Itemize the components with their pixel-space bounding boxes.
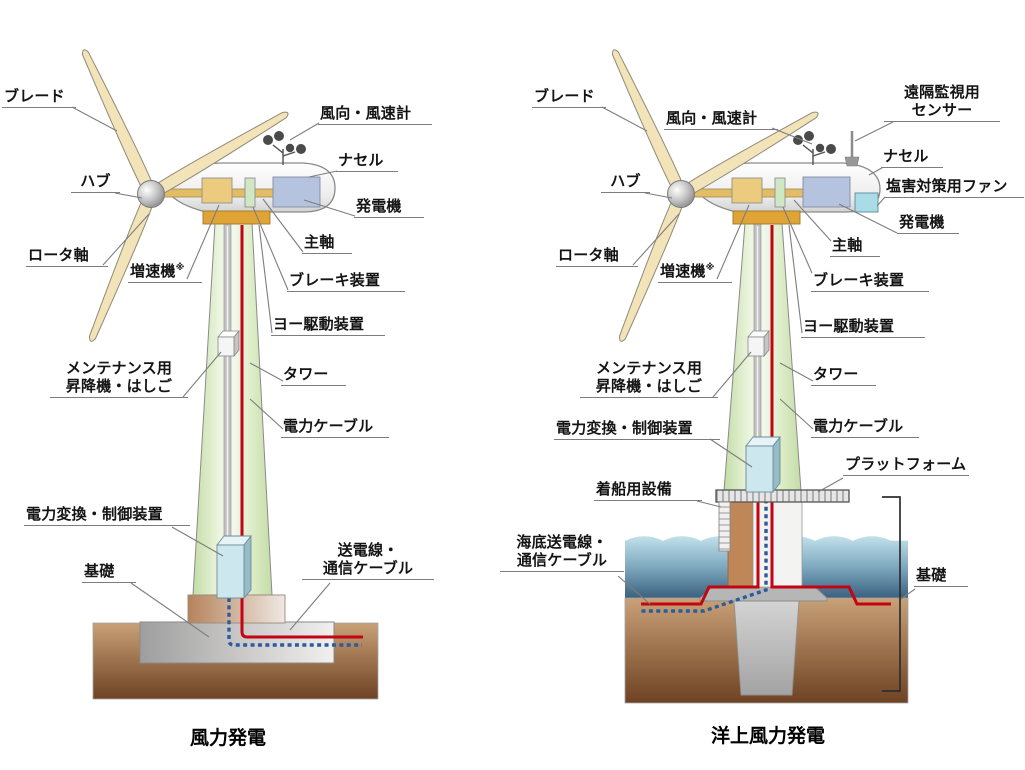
label-connector-lines — [71, 106, 916, 638]
comm-cable-blue-right — [640, 492, 768, 613]
caption-offshore: 洋上風力発電 — [710, 725, 825, 747]
label-power-cable-right: 電力ケーブル — [811, 417, 919, 438]
platform-deck — [715, 489, 850, 503]
gearbox-footnote-mark: ※ — [705, 263, 715, 273]
label-platform: プラットフォーム — [843, 455, 969, 476]
caption-onshore: 風力発電 — [189, 727, 266, 749]
label-brake-left: ブレーキ装置 — [287, 271, 405, 292]
label-foundation-right: 基礎 — [914, 566, 968, 587]
remote-sensor-antenna-icon — [844, 131, 860, 167]
label-gearbox-right: 増速機※ — [658, 259, 732, 283]
hub-right — [667, 180, 695, 208]
label-main-shaft-right: 主軸 — [830, 236, 880, 257]
label-power-cable-left: 電力ケーブル — [281, 417, 389, 438]
monopile-outer — [727, 498, 754, 588]
label-remote-sensor: 遠隔監視用 センサー — [884, 83, 1000, 122]
foundation-bracket — [882, 496, 901, 692]
label-docking-equipment: 着船用設備 — [594, 480, 702, 501]
label-foundation-left: 基礎 — [82, 562, 136, 583]
label-tower-right: タワー — [811, 365, 876, 386]
label-yaw-drive-right: ヨー駆動装置 — [801, 317, 925, 338]
label-nacelle-left: ナセル — [336, 151, 398, 172]
monopile-below-seabed — [733, 600, 800, 696]
label-rotor-shaft-right: ロータ軸 — [556, 246, 638, 267]
label-nacelle-right: ナセル — [881, 147, 943, 168]
label-maintenance-left: メンテナンス用 昇降機・はしご — [50, 359, 188, 398]
label-rotor-shaft-left: ロータ軸 — [26, 246, 108, 267]
power-converter-box-right — [745, 435, 781, 494]
salt-fan-box — [854, 192, 879, 213]
label-gearbox-left: 増速機※ — [128, 259, 202, 283]
label-power-converter-left: 電力変換・制御装置 — [24, 505, 190, 526]
label-generator-right: 発電機 — [897, 213, 959, 234]
label-submarine-cable: 海底送電線・ 通信ケーブル — [500, 533, 624, 572]
power-cable-red-left — [240, 225, 363, 639]
hub-left — [137, 180, 165, 208]
label-tower-left: タワー — [281, 365, 346, 386]
power-converter-box-left — [216, 534, 252, 600]
label-blade-right: ブレード — [532, 87, 606, 108]
monopile-inner — [752, 498, 803, 588]
label-anemometer-right: 風向・風速計 — [664, 109, 778, 130]
label-maintenance-right: メンテナンス用 昇降機・はしご — [580, 359, 718, 398]
power-cable-red-right-b — [641, 500, 760, 606]
label-hub-left: ハブ — [71, 172, 120, 193]
onshore-turbine-illustration — [77, 46, 379, 700]
label-brake-right: ブレーキ装置 — [811, 271, 929, 292]
foundation-block — [187, 594, 286, 624]
label-salt-fan: 塩害対策用ファン — [884, 177, 1024, 198]
label-blade-left: ブレード — [2, 87, 76, 108]
label-power-converter-right: 電力変換・制御装置 — [554, 419, 720, 440]
foundation-slab — [139, 621, 335, 664]
label-main-shaft-left: 主軸 — [302, 233, 352, 254]
label-anemometer-left: 風向・風速計 — [318, 104, 432, 125]
gearbox-footnote-mark: ※ — [175, 263, 185, 273]
docking-ladder — [718, 501, 731, 552]
offshore-turbine-illustration — [607, 46, 909, 704]
label-generator-left: 発電機 — [354, 197, 424, 218]
label-transmission-left: 送電線・ 通信ケーブル — [302, 541, 434, 580]
label-hub-right: ハブ — [601, 172, 650, 193]
label-yaw-drive-left: ヨー駆動装置 — [271, 315, 385, 336]
comm-cable-blue-left — [227, 598, 362, 647]
